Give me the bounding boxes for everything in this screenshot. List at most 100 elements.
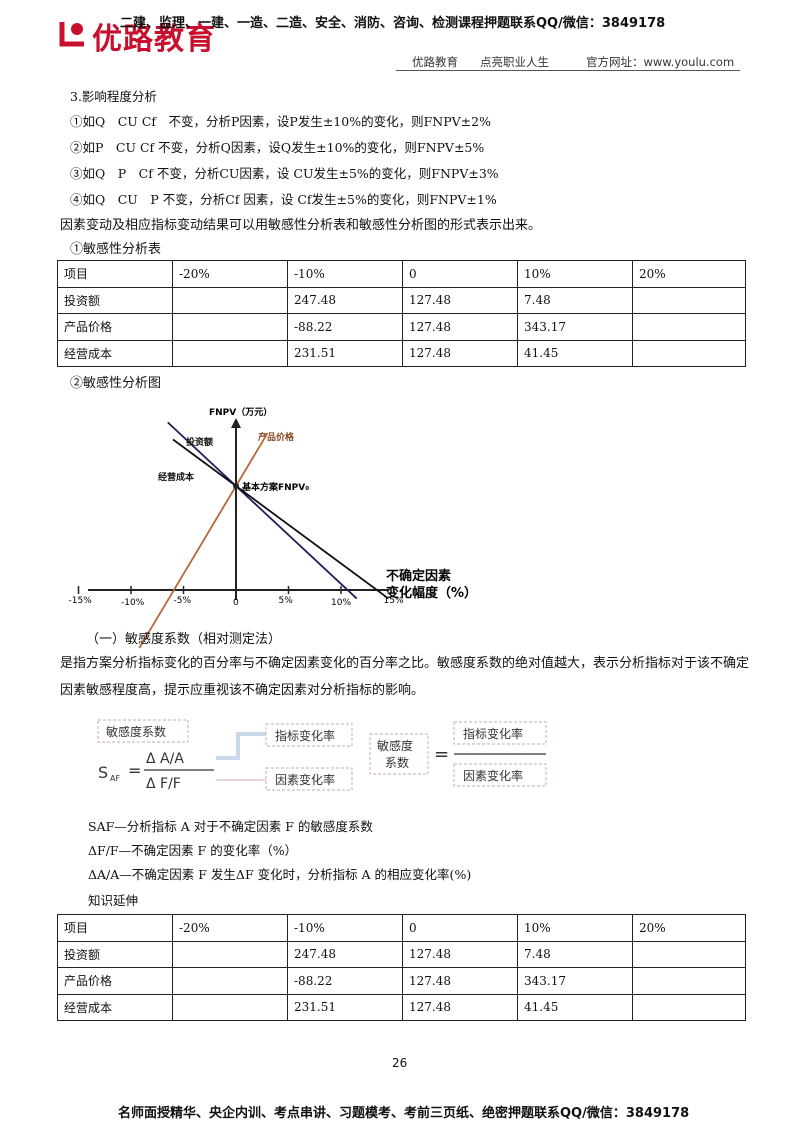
table-cell: 经营成本 bbox=[57, 339, 173, 367]
right-numerator: 指标变化率 bbox=[463, 726, 523, 741]
extension-title: 知识延伸 bbox=[88, 893, 139, 908]
table-header-row: 项目 -20% -10% 0 10% 20% bbox=[57, 914, 746, 942]
series-line-operating-cost bbox=[172, 438, 389, 600]
table-cell: 0 bbox=[402, 260, 518, 288]
definition-text: 是指方案分析指标变化的百分率与不确定因素变化的百分率之比。敏感度系数的绝对值越大… bbox=[60, 656, 750, 698]
formula-label: 敏感度系数 bbox=[106, 724, 166, 739]
case-line-1: ①如Q CU Cf 不变，分析P因素，设P发生±10%的变化，则FNPV±2% bbox=[70, 114, 491, 129]
x-tick-label: 15% bbox=[384, 596, 404, 606]
header-divider bbox=[396, 70, 740, 71]
table-cell bbox=[172, 940, 288, 968]
table-cell bbox=[632, 313, 746, 341]
legend-line-3: ΔA/A—不确定因素 F 发生ΔF 变化时，分析指标 A 的相应变化率(%) bbox=[88, 867, 472, 882]
table-cell: 经营成本 bbox=[57, 993, 173, 1021]
table-cell: 项目 bbox=[57, 914, 173, 942]
x-tick-label: -10% bbox=[121, 598, 145, 608]
table-cell: 247.48 bbox=[287, 940, 403, 968]
formula-numerator: Δ A/A bbox=[146, 751, 184, 767]
table-cell: 247.48 bbox=[287, 286, 403, 314]
table-row: 产品价格 -88.22 127.48 343.17 bbox=[57, 967, 746, 995]
table-cell: 127.48 bbox=[402, 286, 518, 314]
case-line-3: ③如Q P Cf 不变，分析CU因素，设 CU发生±5%的变化，则FNPV±3% bbox=[70, 166, 499, 181]
right-equals: = bbox=[434, 744, 449, 765]
series-line-price bbox=[138, 432, 269, 649]
table-cell bbox=[172, 967, 288, 995]
subsection-title: （一）敏感度系数（相对测定法） bbox=[86, 632, 282, 647]
right-denominator: 因素变化率 bbox=[463, 768, 523, 783]
table-cell bbox=[632, 339, 746, 367]
formula-s: S bbox=[98, 763, 108, 782]
table-cell: 投资额 bbox=[57, 286, 173, 314]
table-cell: 41.45 bbox=[517, 993, 633, 1021]
table-row: 经营成本 231.51 127.48 41.45 bbox=[57, 339, 746, 367]
legend-line-2: ΔF/F—不确定因素 F 的变化率（%） bbox=[88, 843, 298, 858]
table-cell: 231.51 bbox=[287, 339, 403, 367]
brand-logo-icon bbox=[59, 22, 84, 47]
table-header-row: 项目 -20% -10% 0 10% 20% bbox=[57, 260, 746, 288]
formula-denominator: Δ F/F bbox=[146, 776, 181, 792]
legend-line-1: SAF—分析指标 A 对于不确定因素 F 的敏感度系数 bbox=[88, 819, 373, 834]
arrow-top-box bbox=[265, 723, 353, 747]
header-website: 官方网址：www.youlu.com bbox=[586, 55, 735, 69]
brand-logo-text: 优路教育 bbox=[92, 22, 216, 57]
x-axis-label-line2: 变化幅度（%） bbox=[386, 585, 477, 601]
table-cell: 7.48 bbox=[517, 286, 633, 314]
table-cell: -20% bbox=[172, 260, 288, 288]
x-tick-label: -15% bbox=[69, 596, 93, 606]
table-cell: 20% bbox=[632, 260, 746, 288]
table-cell: -88.22 bbox=[287, 313, 403, 341]
table-cell: 127.48 bbox=[402, 339, 518, 367]
table-row: 投资额 247.48 127.48 7.48 bbox=[57, 940, 746, 968]
case-line-2: ②如P CU Cf 不变，分析Q因素，设Q发生±10%的变化，则FNPV±5% bbox=[70, 140, 485, 155]
table-row: 投资额 247.48 127.48 7.48 bbox=[57, 286, 746, 314]
x-tick-label: 10% bbox=[331, 598, 351, 608]
table-cell: 10% bbox=[517, 260, 633, 288]
table-cell: 7.48 bbox=[517, 940, 633, 968]
table-cell: 项目 bbox=[57, 260, 173, 288]
table-cell: 10% bbox=[517, 914, 633, 942]
table-cell: 343.17 bbox=[517, 313, 633, 341]
series-label-investment: 投资额 bbox=[186, 436, 213, 448]
table-cell: 产品价格 bbox=[57, 313, 173, 341]
formula-s-subscript: AF bbox=[110, 774, 120, 783]
intro-text: 因素变动及相应指标变动结果可以用敏感性分析表和敏感性分析图的形式表示出来。 bbox=[60, 218, 542, 233]
table-cell: -10% bbox=[287, 260, 403, 288]
table-cell bbox=[632, 940, 746, 968]
header-brand-name: 优路教育 bbox=[412, 55, 458, 69]
table-cell: 127.48 bbox=[402, 940, 518, 968]
x-tick-label: 0 bbox=[233, 598, 239, 608]
table-cell bbox=[632, 993, 746, 1021]
table-cell: 127.48 bbox=[402, 313, 518, 341]
extension-table: 项目 -20% -10% 0 10% 20% 投资额 247.48 127.48… bbox=[57, 914, 746, 1021]
arrow-top-connector bbox=[216, 732, 266, 760]
case-line-4: ④如Q CU P 不变，分析Cf 因素，设 Cf发生±5%的变化，则FNPV±1… bbox=[70, 192, 497, 207]
table-cell: 投资额 bbox=[57, 940, 173, 968]
series-label-price: 产品价格 bbox=[258, 431, 295, 443]
table-cell: 127.48 bbox=[402, 993, 518, 1021]
table-cell: -20% bbox=[172, 914, 288, 942]
table-cell: 231.51 bbox=[287, 993, 403, 1021]
table-title: ①敏感性分析表 bbox=[70, 242, 162, 257]
y-axis-arrow-icon bbox=[231, 418, 241, 428]
series-line-investment bbox=[167, 421, 358, 600]
footer-promo: 名师面授精华、央企内训、考点串讲、习题模考、考前三页纸、绝密押题联系QQ/微信：… bbox=[118, 1106, 690, 1121]
header-slogan: 点亮职业人生 bbox=[480, 55, 549, 69]
table-cell bbox=[172, 993, 288, 1021]
chart-title: ②敏感性分析图 bbox=[70, 376, 162, 391]
table-cell: 20% bbox=[632, 914, 746, 942]
series-label-operating-cost: 经营成本 bbox=[158, 471, 195, 483]
table-cell bbox=[172, 313, 288, 341]
formula-label-box bbox=[97, 719, 189, 743]
section-title: 3.影响程度分析 bbox=[70, 89, 157, 104]
arrow-bottom-label: 因素变化率 bbox=[275, 772, 335, 787]
table-cell bbox=[172, 286, 288, 314]
table-cell bbox=[172, 339, 288, 367]
table-row: 经营成本 231.51 127.48 41.45 bbox=[57, 993, 746, 1021]
table-cell bbox=[632, 967, 746, 995]
right-denominator-box bbox=[453, 763, 547, 787]
table-cell: -88.22 bbox=[287, 967, 403, 995]
right-numerator-box bbox=[453, 721, 547, 745]
x-tick-label: 5% bbox=[279, 596, 294, 606]
x-tick-label: -5% bbox=[174, 596, 192, 606]
